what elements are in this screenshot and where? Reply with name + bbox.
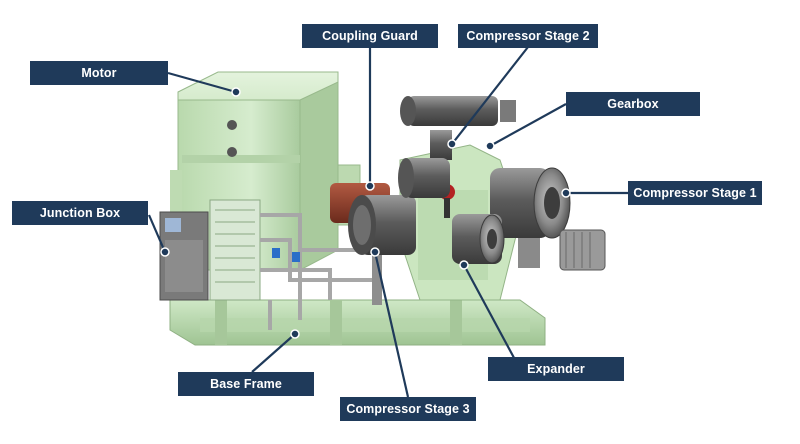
junction-box-shape [159, 211, 209, 301]
label-expander: Expander [488, 357, 624, 381]
leader-line-compressor-stage-3 [373, 251, 410, 398]
expander-shape [452, 214, 505, 264]
base-frame-shape [169, 299, 546, 346]
compressor-stage-1-shape [490, 167, 606, 271]
label-compressor-stage-2: Compressor Stage 2 [458, 24, 598, 48]
blue-valves [272, 248, 300, 262]
leader-line-compressor-stage-2 [451, 46, 529, 145]
leader-line-expander [463, 264, 521, 370]
leader-dots [160, 87, 571, 339]
leader-line-base-frame [251, 333, 296, 373]
label-compressor-stage-1: Compressor Stage 1 [628, 181, 762, 205]
leader-line-junction-box [147, 214, 167, 253]
compressor-stage-3-shape [348, 195, 416, 305]
label-base-frame: Base Frame [178, 372, 314, 396]
label-motor: Motor [30, 61, 168, 85]
leader-line-gearbox [489, 103, 567, 147]
label-coupling-guard: Coupling Guard [302, 24, 438, 48]
compressor-stage-2-shape [398, 96, 516, 198]
cooler-shape [209, 199, 261, 301]
label-gearbox: Gearbox [566, 92, 700, 116]
label-junction-box: Junction Box [12, 201, 148, 225]
leader-lines [147, 46, 628, 398]
leader-line-motor [167, 71, 237, 94]
label-compressor-stage-3: Compressor Stage 3 [340, 397, 476, 421]
